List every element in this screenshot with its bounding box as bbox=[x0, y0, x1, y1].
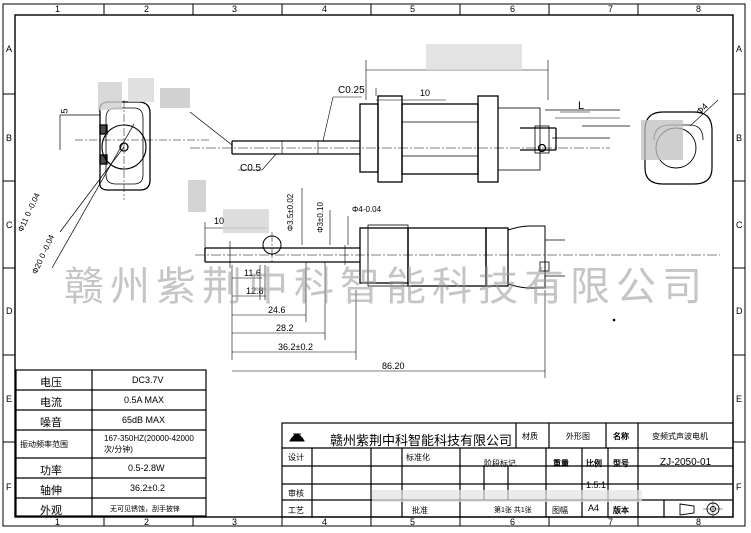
column-ticks bbox=[103, 4, 639, 526]
title-std-label: 标准化 bbox=[406, 453, 430, 462]
company-logo bbox=[289, 433, 305, 442]
motor-top-view bbox=[231, 95, 630, 183]
row-letter-a: A bbox=[6, 44, 13, 54]
dim-phi3: Φ3±0.10 bbox=[315, 202, 325, 233]
spec-value-voltage: DC3.7V bbox=[132, 375, 164, 385]
col-number-7: 7 bbox=[608, 4, 614, 14]
row-letter-f: F bbox=[6, 482, 12, 492]
row-letter-d: D bbox=[6, 306, 13, 316]
row-letter-b: B bbox=[6, 133, 13, 143]
col-number-2-bottom: 2 bbox=[144, 517, 150, 527]
col-number-6: 6 bbox=[510, 4, 516, 14]
title-version-label: 版本 bbox=[613, 506, 629, 515]
dim-36-2: 36.2±0.2 bbox=[278, 342, 313, 352]
title-approve-label: 批准 bbox=[412, 506, 428, 515]
blur-blocks bbox=[98, 44, 683, 502]
title-paper-value: A4 bbox=[588, 503, 600, 513]
dim-phi4-side: Φ4-0.04 bbox=[352, 205, 382, 214]
title-stage-label: 阶段标记 bbox=[484, 459, 516, 468]
dim-len-10-side: 10 bbox=[214, 216, 225, 226]
title-name-label: 名称 bbox=[613, 432, 629, 441]
dim-12-8: 12.8 bbox=[246, 286, 264, 296]
col-number-6-bottom: 6 bbox=[510, 517, 516, 527]
col-number-3-bottom: 3 bbox=[232, 517, 238, 527]
company-watermark: 赣州紫荆中科智能科技有限公司 bbox=[64, 264, 708, 310]
title-scale-label: 比例 bbox=[586, 459, 602, 468]
title-paper-label: 图幅 bbox=[552, 506, 568, 515]
dim-28-2: 28.2 bbox=[276, 323, 294, 333]
row-letter-d-right: D bbox=[736, 306, 743, 316]
title-design-label: 设计 bbox=[288, 453, 304, 462]
dim-chamfer-bottom: C0.5 bbox=[240, 163, 262, 174]
spec-value-appearance: 无可见锈蚀，刮手披锋 bbox=[110, 506, 180, 513]
leader-lines-left bbox=[51, 111, 233, 269]
row-letter-f-right: F bbox=[736, 482, 742, 492]
title-block-grid bbox=[281, 422, 734, 518]
dim-phi3-5: Φ3.5±0.02 bbox=[286, 193, 296, 232]
title-weight-label: 重量 bbox=[553, 459, 569, 468]
dim-chamfer-top: C0.25 bbox=[338, 85, 365, 96]
spec-label-current: 电流 bbox=[40, 397, 62, 409]
title-check-label: 审核 bbox=[288, 489, 304, 498]
col-number-5-bottom: 5 bbox=[410, 517, 416, 527]
title-product-name: 变频式声波电机 bbox=[652, 432, 708, 441]
spec-label-appearance: 外观 bbox=[40, 505, 62, 517]
title-model-value: ZJ-2050-01 bbox=[660, 457, 712, 468]
row-letter-a-right: A bbox=[736, 44, 743, 54]
row-letter-b-right: B bbox=[736, 133, 743, 143]
spec-value-shaft: 36.2±0.2 bbox=[130, 483, 165, 493]
spec-label-power: 功率 bbox=[40, 465, 62, 477]
title-drawing-type: 外形图 bbox=[566, 432, 590, 441]
col-number-8-bottom: 8 bbox=[696, 517, 702, 527]
col-number-2: 2 bbox=[144, 4, 150, 14]
spec-value-power: 0.5-2.8W bbox=[128, 463, 165, 473]
col-number-4-bottom: 4 bbox=[322, 517, 328, 527]
spec-value-noise: 65dB MAX bbox=[122, 415, 166, 425]
title-scale-value: 1.5:1 bbox=[586, 480, 607, 490]
spec-label-frequency: 振动频率范围 bbox=[20, 440, 68, 449]
title-process-label: 工艺 bbox=[288, 506, 304, 515]
col-number-3: 3 bbox=[232, 4, 238, 14]
col-number-1: 1 bbox=[55, 4, 61, 14]
row-letter-e-right: E bbox=[736, 394, 743, 404]
row-letter-e: E bbox=[6, 394, 13, 404]
centerline-side bbox=[195, 232, 720, 262]
title-sheet-count: 第1张 共1张 bbox=[494, 507, 532, 514]
title-model-label: 型号 bbox=[613, 459, 629, 468]
title-material-label: 材质 bbox=[522, 432, 538, 441]
col-number-4: 4 bbox=[322, 4, 328, 14]
dim-24-6: 24.6 bbox=[268, 305, 286, 315]
row-letter-c: C bbox=[6, 220, 13, 230]
spec-value-current: 0.5A MAX bbox=[124, 395, 165, 405]
col-number-1-bottom: 1 bbox=[55, 517, 61, 527]
dim-len-l: L bbox=[578, 100, 585, 112]
col-number-5: 5 bbox=[410, 4, 416, 14]
dim-len-5: 5 bbox=[59, 108, 70, 114]
dim-86-2: 86.20 bbox=[382, 361, 405, 371]
col-number-8: 8 bbox=[696, 4, 702, 14]
col-number-7-bottom: 7 bbox=[608, 517, 614, 527]
spec-label-shaft: 轴伸 bbox=[40, 485, 62, 497]
row-ticks bbox=[3, 93, 745, 443]
projection-symbol bbox=[679, 500, 723, 518]
spec-value-frequency: 167-350HZ(20000-42000次/分钟) bbox=[104, 434, 194, 454]
spec-label-noise: 噪音 bbox=[40, 417, 62, 429]
outer-frame bbox=[2, 3, 746, 527]
leader-dot bbox=[612, 318, 616, 322]
spec-label-voltage: 电压 bbox=[40, 377, 62, 389]
title-company-name: 赣州紫荆中科智能科技有限公司 bbox=[330, 434, 513, 449]
spec-table-grid bbox=[15, 369, 207, 517]
dim-11-6: 11.6 bbox=[244, 268, 261, 278]
row-letter-c-right: C bbox=[736, 220, 743, 230]
dim-len-10-top: 10 bbox=[420, 88, 431, 98]
